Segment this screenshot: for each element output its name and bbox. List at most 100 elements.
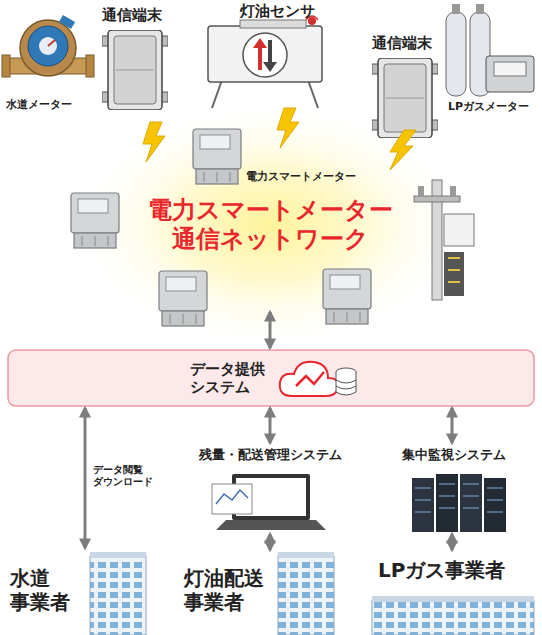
node-box: 灯油センサ: [236, 0, 328, 24]
utility-pole: [450, 186, 456, 196]
wireless-bolt: [390, 130, 416, 170]
server-rack-icon: [415, 488, 431, 489]
server-rack-icon: [487, 488, 503, 489]
water-meter-icon: [86, 55, 94, 77]
kerosene-sensor-icon: [212, 80, 222, 108]
kerosene-sensor-icon: [308, 80, 318, 108]
node-box: LPガス事業者: [370, 552, 536, 596]
node-text: データ提供 システム: [190, 360, 302, 396]
node-text: 集中監視システム: [398, 447, 510, 463]
part-label: LPガスメーター: [448, 100, 529, 113]
kerosene-sensor-icon: [208, 16, 322, 108]
building-icon: [372, 596, 534, 602]
part-label: 電力スマートメーター: [246, 170, 356, 183]
wireless-bolt: [143, 108, 416, 170]
lp-gas-meter-icon: [446, 12, 466, 96]
laptop-icon: [212, 484, 252, 514]
server-rack-icon: [415, 500, 431, 501]
server-rack-icon: [463, 484, 479, 485]
node-box: 電力スマートメーター 通信ネットワーク: [95, 140, 445, 310]
node-box: 集中監視システム: [396, 445, 512, 532]
node-text: 水道 事業者: [10, 566, 84, 614]
node-text: 通信端末: [102, 6, 174, 24]
lp-gas-meter-icon: [494, 62, 526, 76]
water-meter-icon: [2, 55, 10, 77]
laptop-icon: [216, 490, 248, 504]
laptop-icon: [212, 474, 326, 530]
lp-gas-meter-icon: [452, 4, 460, 14]
server-rack-icon: [487, 500, 503, 501]
building-icon: [90, 552, 534, 635]
wireless-bolt: [277, 108, 299, 148]
node-box: 通信端末: [368, 32, 448, 140]
connector-arrow: [269, 408, 272, 443]
kerosene-sensor-icon: [208, 26, 322, 82]
utility-pole: [448, 269, 460, 271]
utility-pole: [414, 196, 460, 202]
utility-pole: [414, 180, 474, 300]
lp-gas-meter-icon: [486, 56, 534, 92]
kerosene-sensor-icon: [243, 33, 287, 77]
utility-pole: [444, 214, 474, 246]
building-icon: [90, 556, 146, 635]
building-icon: [90, 552, 146, 558]
server-rack-icon: [487, 512, 503, 513]
smart-meter: [159, 271, 207, 326]
wireless-bolt: [143, 122, 165, 162]
lp-gas-meter-icon: [476, 4, 484, 14]
node-box: 残量・配送管理システム: [188, 445, 352, 532]
server-rack-icon: [439, 508, 455, 509]
server-rack-icon: [436, 474, 458, 532]
data-system-band: [8, 350, 534, 406]
utility-pole: [418, 186, 424, 196]
node-text: 灯油センサ: [240, 2, 324, 20]
water-meter-icon: [2, 15, 94, 77]
laptop-icon: [216, 520, 326, 530]
utility-pole: [448, 257, 460, 259]
connector-arrow: [84, 408, 87, 548]
smart-meter: [323, 269, 371, 324]
water-meter-icon: [39, 37, 57, 55]
building-icon: [278, 556, 334, 635]
water-meter-icon: [59, 15, 75, 29]
server-rack-icon: [412, 474, 506, 532]
lp-gas-meter-icon: [446, 4, 534, 96]
connector-arrow: [451, 534, 454, 550]
server-rack-icon: [412, 478, 434, 532]
connector-arrow: [451, 408, 454, 443]
water-meter-icon: [48, 40, 55, 46]
cloud-database-icon: [296, 372, 324, 386]
node-text: 灯油配送 事業者: [184, 566, 276, 614]
node-box: 灯油配送 事業者: [178, 552, 338, 635]
node-text: 電力スマートメーター 通信ネットワーク: [100, 196, 440, 254]
building-icon: [278, 552, 334, 558]
server-rack-icon: [484, 478, 506, 532]
server-rack-icon: [463, 508, 479, 509]
server-rack-icon: [460, 474, 482, 532]
terminal-device: [372, 58, 438, 138]
node-text: 通信端末: [372, 34, 444, 52]
smart-meter: [193, 129, 241, 184]
node-box: 通信端末: [98, 4, 178, 114]
server-rack-icon: [463, 496, 479, 497]
node-box: データ提供 システム: [8, 350, 534, 406]
building-icon: [372, 600, 534, 635]
utility-pole: [444, 252, 464, 296]
network-glow: [70, 100, 470, 350]
cloud-database-icon: [336, 380, 356, 389]
cloud-database-icon: [280, 362, 356, 396]
cloud-database-icon: [280, 362, 339, 396]
kerosene-sensor-icon: [240, 20, 306, 28]
part-label: 水道メーター: [6, 98, 72, 111]
kerosene-sensor-icon: [263, 40, 277, 72]
server-rack-icon: [439, 484, 455, 485]
server-rack-icon: [415, 484, 503, 512]
water-meter-icon: [28, 26, 68, 66]
cloud-database-icon: [336, 372, 356, 395]
node-text: LPガス事業者: [378, 558, 528, 582]
terminal-device: [102, 30, 168, 110]
smart-meter: [71, 193, 119, 248]
connector-arrow: [269, 534, 272, 550]
